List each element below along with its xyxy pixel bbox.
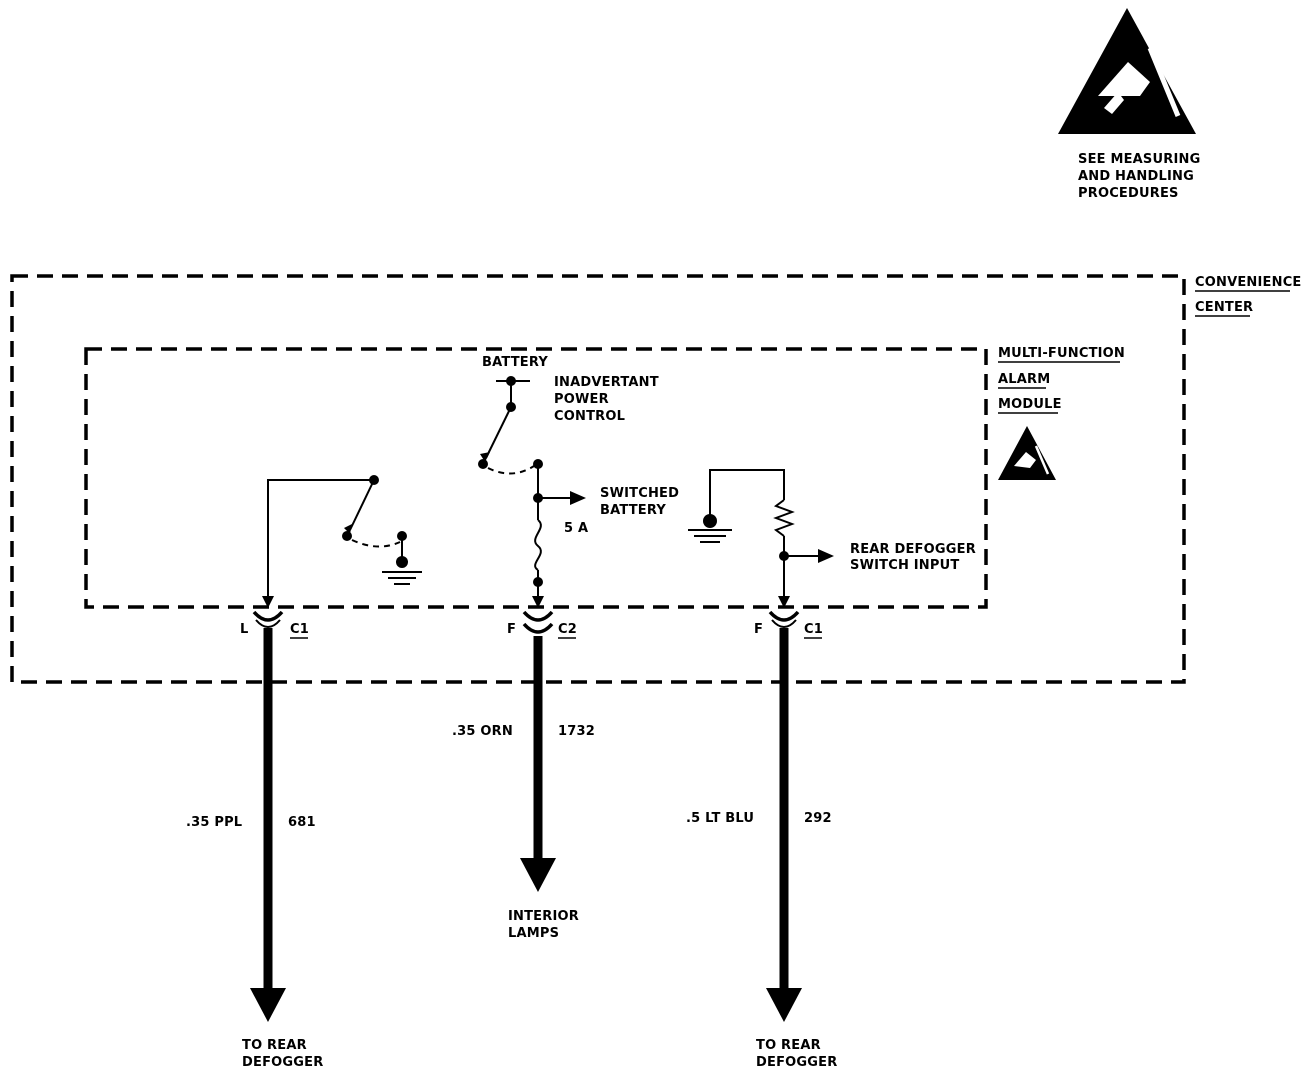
destination-2-line-2: LAMPS <box>508 926 559 941</box>
convenience-center-label-2: CENTER <box>1195 300 1253 315</box>
module-label-1: MULTI-FUNCTION <box>998 346 1125 361</box>
wire-1-gauge-color: .35 PPL <box>186 815 242 830</box>
connector-2-pin: F <box>507 622 516 637</box>
destination-3-line-2: DEFOGGER <box>756 1055 837 1070</box>
wire-3-circuit: 292 <box>804 811 832 826</box>
left-switch-circuit <box>262 475 422 608</box>
switched-battery-label-2: BATTERY <box>600 503 666 518</box>
battery-label: BATTERY <box>482 355 548 370</box>
connector-1-pin: L <box>240 622 248 637</box>
ipc-label-3: CONTROL <box>554 409 625 424</box>
esd-note-line-3: PROCEDURES <box>1078 186 1179 201</box>
connector-3-id: C1 <box>804 622 823 637</box>
convenience-center-label-1: CONVENIENCE <box>1195 275 1302 290</box>
module-label-3: MODULE <box>998 397 1062 412</box>
esd-warning-icon <box>1058 8 1196 134</box>
connector-1-id: C1 <box>290 622 309 637</box>
connector-right <box>768 610 800 628</box>
connector-2-id: C2 <box>558 622 577 637</box>
wire-3-gauge-color: .5 LT BLU <box>686 811 754 826</box>
fuse-label: 5 A <box>564 521 588 536</box>
convenience-center-boundary <box>10 274 1186 684</box>
wire-292 <box>766 628 802 1022</box>
switched-battery-label-1: SWITCHED <box>600 486 679 501</box>
module-label-2: ALARM <box>998 372 1050 387</box>
esd-small-icon <box>998 426 1056 480</box>
wire-1-circuit: 681 <box>288 815 316 830</box>
esd-note-line-1: SEE MEASURING <box>1078 152 1200 167</box>
alarm-module-boundary <box>84 347 988 609</box>
rear-defogger-input-label-2: SWITCH INPUT <box>850 558 959 573</box>
connector-left <box>252 610 284 628</box>
ipc-label-1: INADVERTANT <box>554 375 659 390</box>
destination-1-line-1: TO REAR <box>242 1038 307 1053</box>
destination-3-line-1: TO REAR <box>756 1038 821 1053</box>
wire-2-circuit: 1732 <box>558 724 595 739</box>
wire-681 <box>250 628 286 1022</box>
destination-1-line-2: DEFOGGER <box>242 1055 323 1070</box>
ipc-label-2: POWER <box>554 392 609 407</box>
connector-center <box>522 610 554 634</box>
rear-defogger-input-label-1: REAR DEFOGGER <box>850 542 976 557</box>
esd-note-line-2: AND HANDLING <box>1078 169 1194 184</box>
wire-1732 <box>520 636 556 892</box>
center-battery-circuit: BATTERY <box>478 355 586 608</box>
wire-2-gauge-color: .35 ORN <box>452 724 513 739</box>
right-defogger-circuit <box>688 469 834 608</box>
connector-3-pin: F <box>754 622 763 637</box>
destination-2-line-1: INTERIOR <box>508 909 579 924</box>
